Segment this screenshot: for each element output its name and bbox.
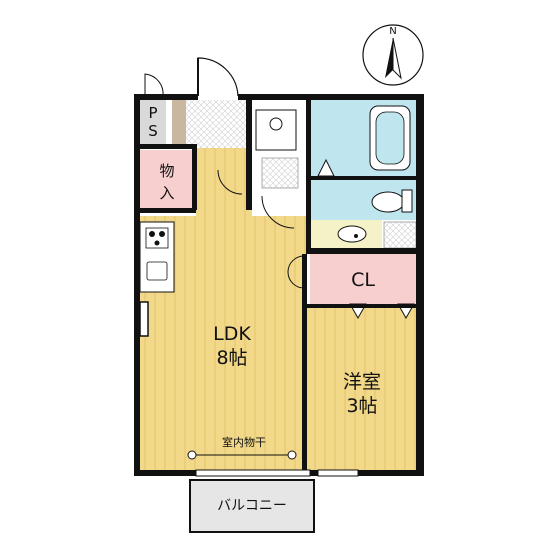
western-room-size-label: 3帖 xyxy=(346,395,377,417)
drying-label: 室内物干 xyxy=(222,435,266,449)
ldk-size-label: 8帖 xyxy=(216,347,247,369)
north-label: N xyxy=(389,26,396,37)
sink-icon xyxy=(337,225,367,243)
ldk-door-swing[interactable] xyxy=(261,195,295,229)
washbasin-storage xyxy=(383,221,417,249)
storage-label-top: 物 xyxy=(159,162,174,180)
storage-label-bottom: 入 xyxy=(159,184,174,202)
left-window xyxy=(139,301,149,337)
closet xyxy=(310,254,416,304)
walls xyxy=(134,94,424,476)
ldk-label: LDK xyxy=(213,323,251,345)
balcony-sliding-door[interactable] xyxy=(195,469,311,477)
hall-floor xyxy=(196,148,252,216)
entrance-door[interactable] xyxy=(197,57,239,97)
storage-closet xyxy=(140,150,192,208)
shoe-box xyxy=(172,100,186,144)
ps-door[interactable] xyxy=(144,73,164,97)
ps-label-bottom: S xyxy=(148,122,158,140)
balcony-label: バルコニー xyxy=(217,498,287,514)
fridge-space xyxy=(261,157,299,189)
storage-door-swing[interactable] xyxy=(217,169,243,195)
closet-label: CL xyxy=(351,269,375,291)
ps-label-top: P xyxy=(148,104,157,122)
compass: N xyxy=(362,24,424,86)
western-window xyxy=(317,469,359,477)
kitchen-sink-icon xyxy=(146,261,168,281)
ps-area xyxy=(140,100,166,144)
north-arrow-icon xyxy=(385,38,393,78)
western-room-label: 洋室 xyxy=(343,371,381,393)
balcony xyxy=(189,479,315,533)
western-room-floor xyxy=(306,306,416,470)
toilet-icon xyxy=(371,191,405,213)
